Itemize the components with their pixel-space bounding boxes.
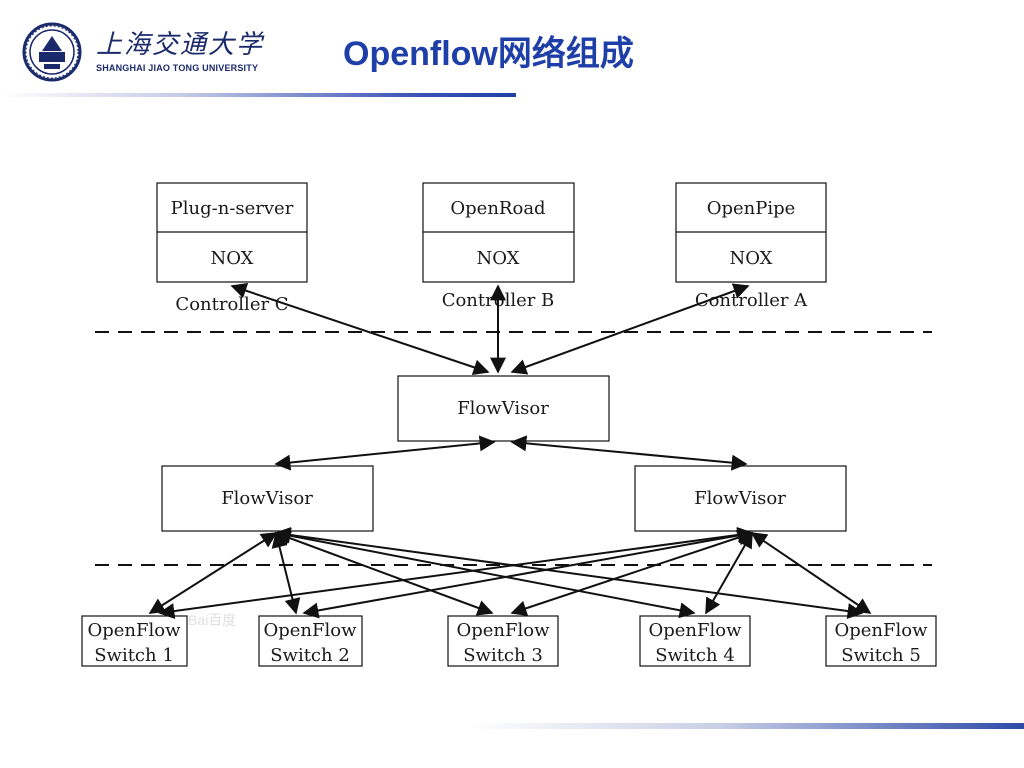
switch-1: OpenFlow Switch 1: [81, 615, 188, 667]
controller-c: Plug-n-server NOX Controller C: [156, 182, 308, 315]
arrow-left-fv-switch-1: [148, 532, 278, 614]
controller-c-label: Controller C: [175, 294, 288, 315]
footer-rule: [470, 723, 1024, 729]
university-name-en: SHANGHAI JIAO TONG UNIVERSITY: [96, 63, 259, 73]
university-logo-emblem: [22, 22, 82, 82]
controller-a: OpenPipe NOX Controller A: [675, 182, 827, 311]
switch-2-line1: OpenFlow: [263, 620, 357, 641]
flowvisor-left-label: FlowVisor: [221, 488, 313, 509]
flowvisor-left: FlowVisor: [161, 465, 374, 532]
switch-5: OpenFlow Switch 5: [825, 615, 937, 667]
switch-1-line1: OpenFlow: [87, 620, 181, 641]
flowvisor-top-label: FlowVisor: [457, 398, 549, 419]
arrow-right-fv-switch-5: [750, 532, 872, 614]
arrow-flowvisor-top-right: [510, 435, 748, 471]
controller-a-label: Controller A: [695, 290, 808, 311]
switch-3: OpenFlow Switch 3: [447, 615, 559, 667]
flowvisor-right: FlowVisor: [634, 465, 847, 532]
arrow-left-fv-switch-2: [271, 531, 301, 615]
controller-b: OpenRoad NOX Controller B: [422, 182, 575, 311]
arrow-flowvisor-top-left: [274, 435, 496, 471]
arrow-controller-c-flowvisor: [230, 283, 490, 375]
arrow-left-fv-switch-5: [274, 527, 864, 619]
title-underline: [0, 93, 516, 97]
arrow-right-fv-switch-4: [705, 531, 753, 615]
controller-b-app: OpenRoad: [450, 198, 545, 219]
switch-4: OpenFlow Switch 4: [639, 615, 751, 667]
page-title: Openflow网络组成: [343, 35, 634, 73]
controller-b-os: NOX: [476, 248, 519, 269]
switch-2: OpenFlow Switch 2: [258, 615, 363, 667]
controller-a-app: OpenPipe: [707, 198, 796, 219]
switch-4-line2: Switch 4: [655, 645, 735, 666]
controller-a-os: NOX: [729, 248, 772, 269]
controller-c-app: Plug-n-server: [171, 198, 294, 219]
switch-2-line2: Switch 2: [270, 645, 350, 666]
switch-5-line1: OpenFlow: [834, 620, 928, 641]
flowvisor-right-label: FlowVisor: [694, 488, 786, 509]
switch-4-line1: OpenFlow: [648, 620, 742, 641]
university-name-cn: 上海交通大学: [96, 30, 265, 60]
flowvisor-top: FlowVisor: [397, 375, 610, 442]
arrow-right-fv-switch-1: [158, 527, 754, 619]
arrow-controller-a-flowvisor: [510, 283, 750, 375]
controller-c-os: NOX: [210, 248, 253, 269]
switch-3-line1: OpenFlow: [456, 620, 550, 641]
switch-1-line2: Switch 1: [94, 645, 174, 666]
switch-5-line2: Switch 5: [841, 645, 921, 666]
switch-3-line2: Switch 3: [463, 645, 543, 666]
watermark-text: Bai百度: [188, 612, 236, 628]
